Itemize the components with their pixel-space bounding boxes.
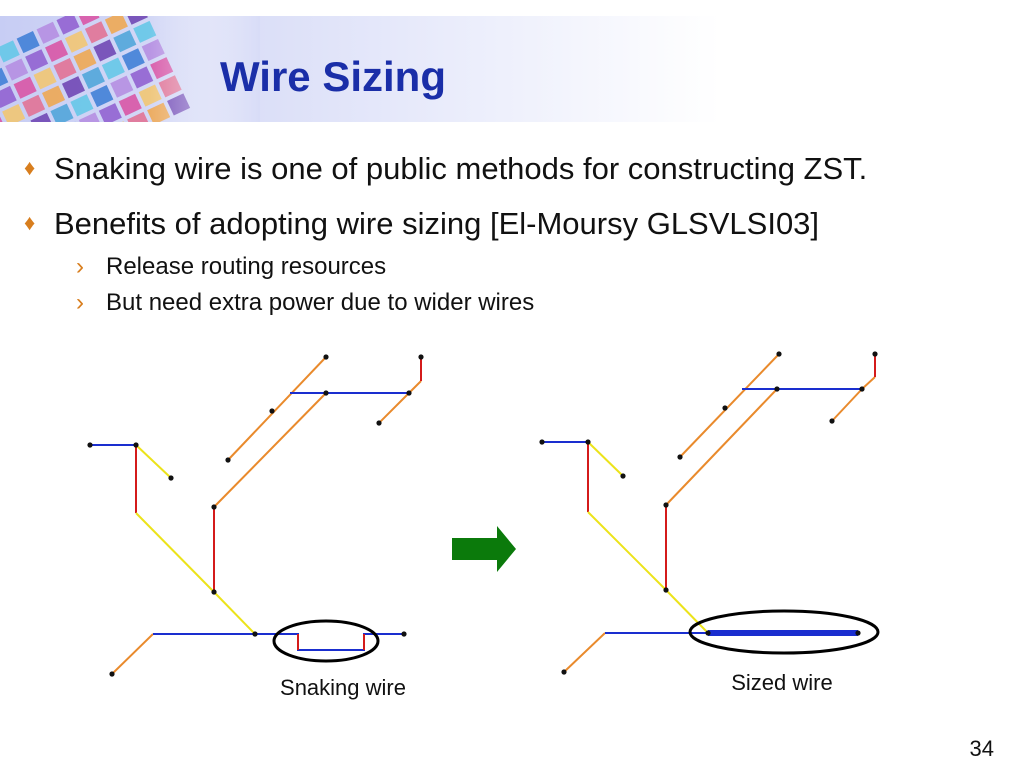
tree-node-dot (269, 408, 274, 413)
tree-node-dot (776, 351, 781, 356)
tree-node-dot (663, 502, 668, 507)
page-number: 34 (970, 736, 994, 762)
tree-node-dot (252, 631, 257, 636)
tree-node-dot (376, 420, 381, 425)
snaking-caption: Snaking wire (280, 675, 406, 700)
tree-node-dot (855, 630, 860, 635)
tree-node-dot (133, 442, 138, 447)
right-arrow-icon (452, 526, 516, 572)
tree-node-dot (705, 630, 710, 635)
tree-node-dot (620, 473, 625, 478)
tree-nodes (87, 351, 877, 676)
tree-node-dot (539, 439, 544, 444)
tree-node-dot (774, 386, 779, 391)
tree-node-dot (561, 669, 566, 674)
snaking-tree (90, 357, 421, 674)
tree-node-dot (406, 390, 411, 395)
tree-node-dot (168, 475, 173, 480)
tree-node-dot (87, 442, 92, 447)
tree-node-dot (722, 405, 727, 410)
tree-node-dot (323, 390, 328, 395)
snaking-highlight-ellipse (274, 621, 378, 661)
tree-node-dot (401, 631, 406, 636)
tree-node-dot (663, 587, 668, 592)
tree-node-dot (211, 504, 216, 509)
sized-caption: Sized wire (731, 670, 832, 695)
tree-node-dot (677, 454, 682, 459)
tree-node-dot (109, 671, 114, 676)
tree-node-dot (859, 386, 864, 391)
tree-node-dot (872, 351, 877, 356)
tree-node-dot (323, 354, 328, 359)
tree-node-dot (585, 439, 590, 444)
tree-node-dot (829, 418, 834, 423)
tree-node-dot (418, 354, 423, 359)
sized-tree (542, 354, 875, 672)
tree-node-dot (225, 457, 230, 462)
tree-node-dot (211, 589, 216, 594)
